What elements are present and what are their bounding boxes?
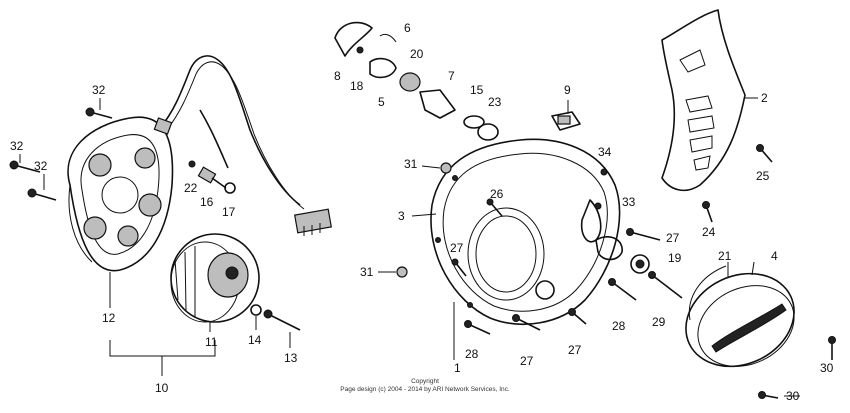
callout-28b: 28 bbox=[465, 347, 479, 361]
sprocket-cover bbox=[661, 9, 746, 192]
misc-bolts bbox=[451, 144, 836, 399]
callout-20: 20 bbox=[410, 47, 424, 61]
pickup-sensor bbox=[188, 160, 236, 194]
callout-4: 4 bbox=[771, 249, 778, 263]
group-bracket-10 bbox=[109, 340, 216, 376]
stator-assembly bbox=[67, 116, 174, 272]
callout-32c: 32 bbox=[34, 159, 48, 173]
callout-33: 33 bbox=[622, 195, 636, 209]
callout-27c: 27 bbox=[520, 354, 534, 368]
callout-18: 18 bbox=[350, 79, 364, 93]
callout-19: 19 bbox=[668, 251, 682, 265]
callout-31a: 31 bbox=[404, 157, 418, 171]
callout-29: 29 bbox=[652, 315, 666, 329]
callout-30b: 30 bbox=[786, 389, 800, 403]
callout-17: 17 bbox=[222, 205, 236, 219]
callout-12: 12 bbox=[102, 311, 116, 325]
callout-labels: 1 2 3 4 5 6 7 8 9 10 11 12 13 14 15 16 1… bbox=[10, 21, 834, 403]
callout-14: 14 bbox=[248, 333, 262, 347]
callout-16: 16 bbox=[200, 195, 214, 209]
callout-3: 3 bbox=[398, 209, 405, 223]
callout-1: 1 bbox=[454, 361, 461, 375]
callout-24: 24 bbox=[702, 225, 716, 239]
callout-26: 26 bbox=[490, 187, 504, 201]
callout-7: 7 bbox=[448, 69, 455, 83]
callout-23: 23 bbox=[488, 95, 502, 109]
rotor-flywheel bbox=[170, 233, 260, 323]
callout-34: 34 bbox=[598, 145, 612, 159]
grommet-31a bbox=[440, 162, 452, 174]
callout-27a: 27 bbox=[450, 241, 464, 255]
oil-seal-19 bbox=[630, 254, 650, 274]
shift-parts bbox=[334, 21, 499, 141]
callout-27b: 27 bbox=[666, 231, 680, 245]
callout-13: 13 bbox=[284, 351, 298, 365]
grommet-31b bbox=[396, 266, 408, 278]
copyright-line-1: Copyright bbox=[411, 378, 439, 385]
copyright-line-2: Page design (c) 2004 - 2014 by ARI Netwo… bbox=[340, 386, 510, 393]
callout-32b: 32 bbox=[10, 139, 24, 153]
callout-11: 11 bbox=[205, 335, 218, 349]
callout-10: 10 bbox=[155, 381, 169, 395]
callout-22: 22 bbox=[184, 181, 198, 195]
callout-28a: 28 bbox=[612, 319, 626, 333]
callout-9: 9 bbox=[564, 83, 571, 97]
callout-8: 8 bbox=[334, 69, 341, 83]
point-cover bbox=[685, 265, 795, 368]
callout-27d: 27 bbox=[568, 343, 582, 357]
washer-bolt bbox=[250, 304, 301, 331]
callout-21: 21 bbox=[718, 249, 732, 263]
connector-block bbox=[294, 208, 332, 234]
callout-31b: 31 bbox=[360, 265, 374, 279]
wire-harness bbox=[153, 55, 332, 236]
leader-lines bbox=[19, 97, 800, 397]
callout-30a: 30 bbox=[820, 361, 834, 375]
callout-5: 5 bbox=[378, 95, 385, 109]
callout-15: 15 bbox=[470, 83, 484, 97]
callout-6: 6 bbox=[404, 21, 411, 35]
callout-25: 25 bbox=[756, 169, 770, 183]
left-crankcase-cover bbox=[430, 111, 623, 326]
callout-32a: 32 bbox=[92, 83, 106, 97]
bolts-32 bbox=[9, 107, 113, 201]
callout-2: 2 bbox=[761, 91, 768, 105]
